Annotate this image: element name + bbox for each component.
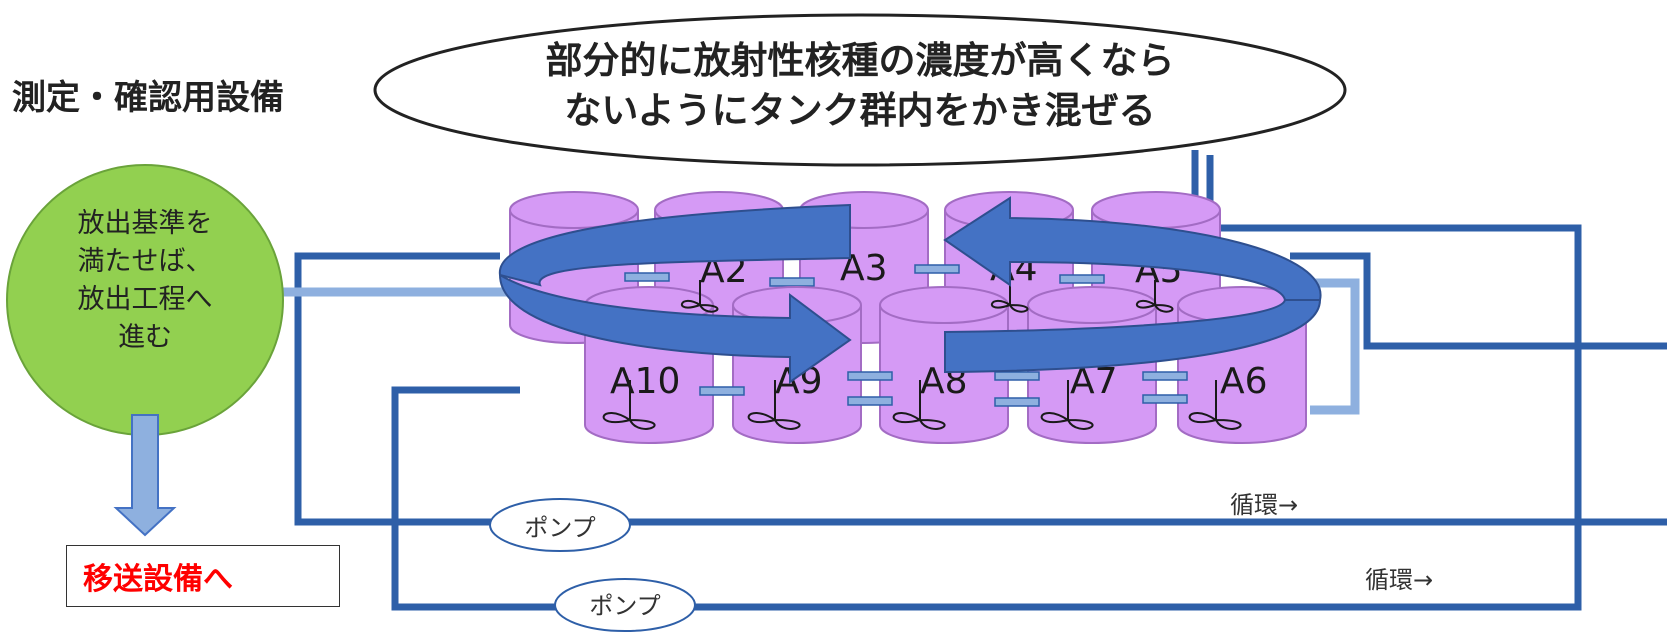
mixing-arrow-right-curl (944, 299, 1322, 374)
mixing-arrow-left-curl (498, 203, 851, 287)
agitator-icon (680, 280, 719, 313)
pipe-light-right (1300, 278, 1360, 415)
mixing-arrow-lower (498, 273, 852, 384)
agitators (602, 280, 1242, 430)
tank-label-front-1: A10 (610, 361, 680, 402)
mixing-arrow-upper (943, 196, 1322, 301)
circulation-label-1: 循環→ (1230, 491, 1299, 519)
pump-2-label: ポンプ (589, 592, 661, 620)
transfer-down-arrow (113, 414, 177, 537)
pipe-light-network (280, 278, 1360, 415)
pump-2-icon (554, 578, 696, 632)
circulation-label-2: 循環→ (1365, 566, 1434, 594)
front-row-connectors (699, 371, 1188, 407)
mixing-callout-line-1: 部分的に放射性核種の濃度が高くなら (545, 39, 1175, 82)
pipe-loop-2b (294, 252, 1667, 526)
transfer-box: 移送設備へ (66, 545, 340, 607)
pump-1-label: ポンプ (524, 514, 596, 542)
mixing-callout-line-2: ないようにタンク群内をかき混ぜる (564, 89, 1156, 132)
agitator-icon (1040, 380, 1094, 430)
tank-label-front-5: A6 (1220, 361, 1268, 402)
mixing-callout-text: 部分的に放射性核種の濃度が高くなら ないようにタンク群内をかき混ぜる (395, 36, 1325, 136)
agitator-icon (747, 380, 801, 430)
release-decision-text: 放出基準を 満たせば、 放出工程へ 進む (40, 205, 250, 357)
agitator-icon (1135, 280, 1174, 313)
agitator-icon (602, 380, 656, 430)
release-line-4: 進む (118, 322, 172, 353)
pump-1-icon (489, 498, 631, 552)
transfer-label: 移送設備へ (83, 562, 233, 597)
release-line-3: 放出工程へ (77, 284, 213, 315)
mixing-callout-bubble (373, 13, 1347, 167)
mixing-arrow (498, 196, 1322, 384)
page-title: 測定・確認用設備 (12, 78, 284, 118)
back-row-connectors (624, 264, 1105, 287)
pipe-loop-2 (1290, 252, 1667, 350)
agitator-icon (892, 380, 946, 430)
release-line-1: 放出基準を (77, 208, 213, 239)
agitator-icon (1188, 380, 1242, 430)
release-line-2: 満たせば、 (77, 246, 213, 277)
